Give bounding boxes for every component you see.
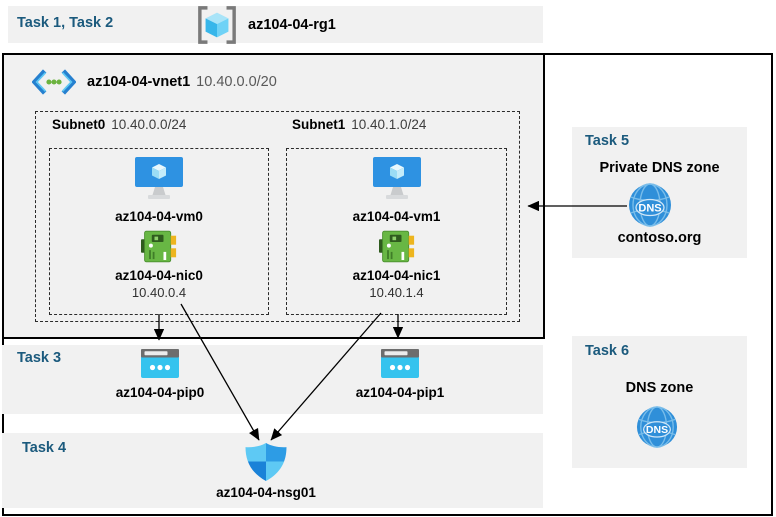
subnets-container: Subnet0 10.40.0.0/24 Subnet1 10.40.1.0/2… [35,111,520,322]
private-dns-zone-title: Private DNS zone [599,160,720,176]
nsg-group: az104-04-nsg01 [204,442,328,500]
vnet-name: az104-04-vnet1 [87,74,191,90]
nic0-name: az104-04-nic0 [115,268,203,283]
task4-band: Task 4 az104-04-nsg0 [2,433,543,508]
virtual-machine-icon [134,156,184,201]
subnet0-cidr: 10.40.0.0/24 [111,117,187,132]
dns-icon: DNS [628,183,672,227]
task6-label: Task 6 [585,343,630,359]
pip0-name: az104-04-pip0 [115,385,205,400]
task3-band: Task 3 az104-04-pip0 [2,345,543,414]
task6-box: Task 6 DNS zone DNS [572,336,747,468]
subnet1-name: Subnet1 [292,117,346,132]
pip1-group: az104-04-pip1 [337,349,463,400]
dns-zone-title: DNS zone [625,380,694,396]
pip0-group: az104-04-pip0 [97,349,223,400]
network-interface-icon [378,230,415,263]
nic1-ip: 10.40.1.4 [369,285,424,300]
subnet1-cidr: 10.40.1.0/24 [351,117,427,132]
pip1-name: az104-04-pip1 [355,385,445,400]
public-ip-icon [141,349,179,378]
vnet-box: az104-04-vnet1 10.40.0.0/20 Subnet0 10.4… [2,53,545,339]
resource-group-name: az104-04-rg1 [248,17,336,33]
subnet1-vm-group: az104-04-vm1 az104-04- [286,148,507,315]
private-dns-zone-name: contoso.org [617,230,702,246]
task-1-2-label: Task 1, Task 2 [17,15,114,31]
dns-icon: DNS [636,406,678,448]
public-ip-icon [381,349,419,378]
task3-label: Task 3 [17,350,62,366]
virtual-machine-icon [372,156,422,201]
vnet-cidr: 10.40.0.0/20 [196,74,277,90]
subnet0-label: Subnet0 10.40.0.0/24 [52,117,186,132]
virtual-network-icon [31,68,77,96]
dns-icon-text: DNS [638,203,661,215]
vm0-name: az104-04-vm0 [115,209,203,224]
network-interface-icon [141,230,177,263]
subnet0-vm-group: az104-04-vm0 az104-04- [49,148,269,315]
nic1-name: az104-04-nic1 [352,268,441,283]
subnet0-name: Subnet0 [52,117,106,132]
task5-label: Task 5 [585,133,630,149]
dns-icon-text: DNS [646,424,668,436]
task5-box: Task 5 Private DNS zone DNS contoso.org [572,127,747,258]
resource-group-icon [195,5,239,45]
network-security-group-icon [243,442,289,482]
subnet1-label: Subnet1 10.40.1.0/24 [292,117,426,132]
task4-label: Task 4 [22,440,67,456]
nsg-name: az104-04-nsg01 [216,485,316,500]
resource-group-band: Task 1, Task 2 az104-04-rg1 [8,5,543,45]
vm1-name: az104-04-vm1 [352,209,441,224]
nic0-ip: 10.40.0.4 [131,285,187,300]
